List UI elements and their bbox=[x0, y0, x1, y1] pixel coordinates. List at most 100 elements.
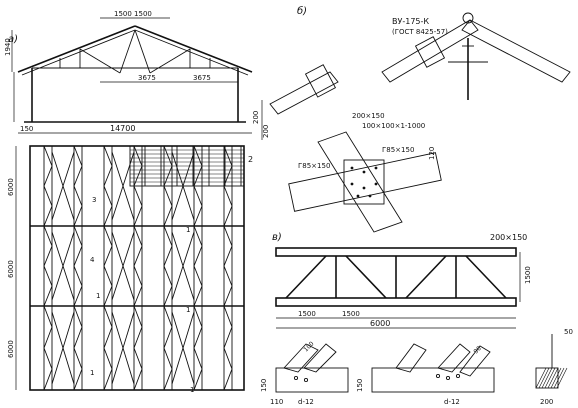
truss-diagonal bbox=[73, 368, 83, 391]
dim-span-total: 14700 bbox=[110, 124, 135, 133]
truss-diagonal bbox=[193, 285, 203, 307]
panel-v-truss: в) 200×150 1500 1500 6000 1500 bbox=[272, 232, 532, 329]
board-right-label: Г85×150 bbox=[382, 146, 414, 154]
ridge-height-200b: 200 bbox=[262, 125, 270, 138]
cross-brace bbox=[111, 311, 135, 385]
truss-diagonal bbox=[133, 285, 143, 307]
truss-diagonal bbox=[73, 185, 83, 207]
truss-diagonal bbox=[163, 326, 173, 349]
truss-diagonal bbox=[73, 326, 83, 349]
truss-diagonal bbox=[163, 225, 173, 247]
dim-top-half-spans: 1500 1500 bbox=[114, 10, 152, 18]
truss-brace bbox=[465, 255, 507, 299]
truss-diagonal bbox=[163, 347, 173, 370]
truss-diagonal bbox=[43, 347, 53, 370]
truss-diagonal bbox=[193, 347, 203, 370]
truss-diagonal bbox=[103, 265, 113, 287]
truss-diagonal bbox=[73, 145, 83, 167]
dim-ridge-height: 1940 bbox=[4, 38, 12, 56]
truss-diagonal bbox=[193, 205, 203, 227]
truss-span-total: 6000 bbox=[370, 319, 390, 328]
truss-diagonal bbox=[133, 225, 143, 247]
truss-diagonal bbox=[133, 265, 143, 287]
truss-diagonal bbox=[223, 205, 233, 227]
dim-200: 200 bbox=[540, 398, 553, 406]
chord-section: 200×150 bbox=[490, 233, 527, 242]
truss-diagonal bbox=[103, 285, 113, 307]
truss-diagonal bbox=[193, 326, 203, 349]
truss-diagonal bbox=[73, 205, 83, 227]
bolt-dot bbox=[374, 182, 378, 186]
bolt-dot bbox=[350, 166, 354, 170]
truss-diagonal bbox=[73, 165, 83, 187]
truss-diagonal bbox=[43, 165, 53, 187]
truss-brace bbox=[345, 255, 387, 299]
section-hatch-line bbox=[550, 367, 562, 389]
truss-diagonal bbox=[223, 225, 233, 247]
truss-diagonal bbox=[223, 326, 233, 349]
truss-diagonal bbox=[223, 305, 233, 328]
truss-diagonal bbox=[223, 347, 233, 370]
section-hatch-line bbox=[538, 367, 550, 389]
truss-diagonal bbox=[133, 185, 143, 207]
dim-bay-2: 6000 bbox=[7, 260, 15, 278]
truss-diagonal bbox=[103, 205, 113, 227]
truss-diagonal bbox=[133, 305, 143, 328]
truss-diagonal bbox=[193, 265, 203, 287]
panel-v-letter: в) bbox=[272, 232, 282, 243]
truss-diagonal bbox=[223, 368, 233, 391]
truss-diagonal bbox=[193, 245, 203, 267]
truss-brace bbox=[285, 255, 327, 299]
section-hatch-line bbox=[547, 367, 559, 389]
truss-diagonal bbox=[133, 368, 143, 391]
truss-diagonal bbox=[103, 225, 113, 247]
truss-diagonal bbox=[103, 326, 113, 349]
cross-brace bbox=[51, 311, 75, 385]
cross-brace bbox=[111, 231, 135, 301]
h-right: 150 bbox=[356, 379, 364, 392]
truss-diagonal bbox=[43, 305, 53, 328]
panel-a-elevation: а) 1500 1500 1940 3675 3675 150 14700 bbox=[4, 10, 253, 134]
truss-diagonal bbox=[43, 245, 53, 267]
truss-diagonal bbox=[133, 326, 143, 349]
bolt-dot bbox=[368, 194, 372, 198]
section-hatch-line bbox=[544, 367, 556, 389]
marker-1a: 1 bbox=[186, 226, 190, 234]
truss-diagonal bbox=[223, 285, 233, 307]
truss-diagonal bbox=[133, 165, 143, 187]
panel-a-plan: 2 3 4 1 1 1 1 1 6000 6000 6000 bbox=[7, 145, 253, 394]
marker-4: 4 bbox=[90, 256, 95, 264]
truss-diagonal bbox=[73, 285, 83, 307]
dim-110: 110 bbox=[270, 398, 283, 406]
truss-diagonal bbox=[43, 265, 53, 287]
truss-diagonal bbox=[73, 347, 83, 370]
truss-diagonal bbox=[73, 225, 83, 247]
section-mid: 100×100×1-1000 bbox=[362, 122, 425, 130]
section-hatch-line bbox=[556, 367, 568, 389]
dim-50: 50 bbox=[564, 328, 573, 336]
truss-diagonal bbox=[133, 347, 143, 370]
section-top: 200×150 bbox=[352, 112, 385, 120]
h-left: 150 bbox=[260, 379, 268, 392]
truss-diagonal bbox=[163, 165, 173, 187]
panel-b-cross-joint: Г85×150 Г85×150 120 bbox=[288, 131, 442, 233]
dim-overhang: 150 bbox=[20, 125, 33, 133]
truss-diagonal bbox=[133, 205, 143, 227]
truss-span-mid: 1500 bbox=[342, 310, 360, 318]
dim-bay-3: 6000 bbox=[7, 340, 15, 358]
truss-diagonal bbox=[163, 145, 173, 167]
truss-diagonal bbox=[103, 245, 113, 267]
panel-b-letter: б) bbox=[297, 5, 307, 17]
cross-brace bbox=[51, 151, 75, 221]
truss-diagonal bbox=[193, 368, 203, 391]
bolt-dot bbox=[362, 186, 366, 190]
truss-diagonal bbox=[43, 205, 53, 227]
truss-diagonal bbox=[163, 285, 173, 307]
bolt-right: d-12 bbox=[444, 398, 460, 406]
truss-diagonal bbox=[223, 245, 233, 267]
panel-b-ridge-detail: б) ВУ-175-К (ГОСТ 8425-57) 200 200 200×1… bbox=[252, 5, 571, 140]
bolt-dot bbox=[362, 170, 366, 174]
truss-diagonal bbox=[43, 285, 53, 307]
truss-diagonal bbox=[43, 145, 53, 167]
